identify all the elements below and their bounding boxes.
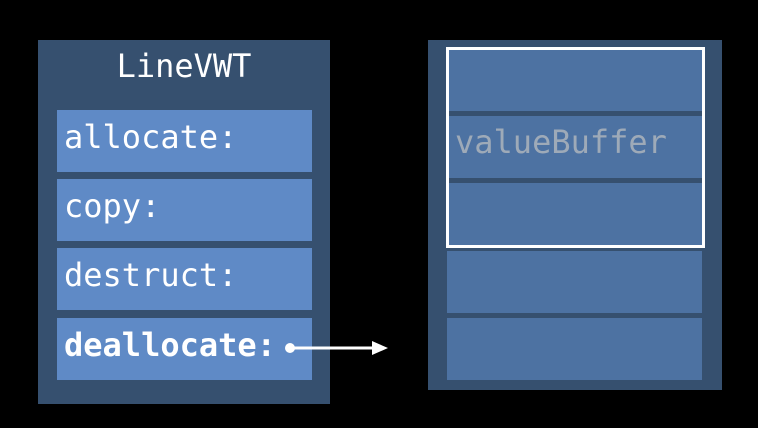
container-slot — [447, 183, 702, 245]
container-slot — [447, 49, 702, 111]
vwt-title: LineVWT — [116, 47, 252, 85]
line-vwt-table: LineVWT allocate: copy: destruct: deallo… — [38, 40, 330, 404]
vwt-entry-destruct: destruct: — [57, 248, 312, 310]
value-buffer-label: valueBuffer — [455, 123, 667, 161]
vwt-entry-allocate: allocate: — [57, 110, 312, 172]
existential-container — [428, 40, 722, 390]
container-slot — [447, 251, 702, 313]
value-buffer-outline — [446, 47, 705, 248]
vwt-entry-deallocate: deallocate: — [57, 318, 312, 380]
arrow-head — [372, 341, 388, 355]
vwt-entry-copy: copy: — [57, 179, 312, 241]
container-slot — [447, 116, 702, 178]
container-slot — [447, 318, 702, 380]
